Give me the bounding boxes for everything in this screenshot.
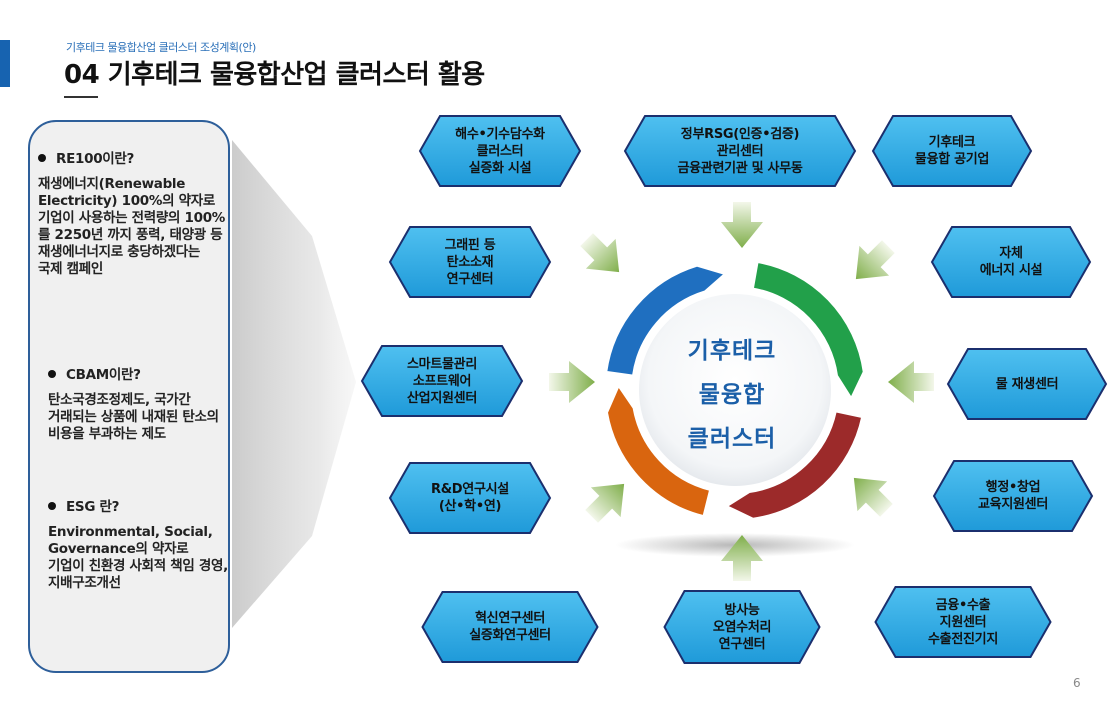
node-radioactive-line-1: 방사능 xyxy=(724,602,760,618)
node-rnd-hexagon xyxy=(388,462,552,534)
inward-arrows xyxy=(549,202,934,581)
definition-cbam: CBAM이란? 탄소국경조정제도, 국가간 거래되는 상품에 내재된 탄소의 비… xyxy=(48,367,226,443)
node-desalination-hexagon xyxy=(418,115,582,187)
arc-red xyxy=(724,410,864,520)
node-water-recycle: 물 재생센터 xyxy=(956,349,1098,419)
definition-heading: ESG 란? xyxy=(66,499,120,515)
node-radioactive-hexagon xyxy=(663,590,821,664)
arc-orange xyxy=(605,383,712,518)
facility-nodes xyxy=(360,115,1108,664)
arc-blue xyxy=(605,264,727,377)
node-public-corp-line-1: 기후테크 xyxy=(928,135,976,150)
node-graphene-line-2: 탄소소재 xyxy=(446,254,494,270)
node-smart-water-hexagon xyxy=(360,345,524,417)
node-rnd: R&D연구시설 (산•학•연) xyxy=(398,463,542,533)
node-rnd-line-2: (산•학•연) xyxy=(438,499,502,514)
page-title: 04 기후테크 물융합산업 클러스터 활용 xyxy=(64,60,485,90)
node-rsg-line-2: 관리센터 xyxy=(716,143,764,159)
node-public-corp-hexagon xyxy=(871,115,1033,187)
center-label-line-3: 클러스터 xyxy=(687,426,777,452)
definition-panel xyxy=(28,120,230,673)
node-water-recycle-line-1: 물 재생센터 xyxy=(995,376,1059,392)
accent-bar xyxy=(0,40,10,87)
definition-esg: ESG 란? Environmental, Social, Governance… xyxy=(48,499,228,592)
center-label-line-1: 기후테크 xyxy=(687,338,777,364)
node-innovation-line-2: 실증화연구센터 xyxy=(469,628,551,643)
node-admin-line-2: 교육지원센터 xyxy=(978,497,1048,512)
definition-heading: RE100이란? xyxy=(56,151,135,167)
node-finance-line-2: 지원센터 xyxy=(939,614,987,630)
definition-body: 재생에너지(Renewable Electricity) 100%의 약자로 기… xyxy=(38,176,226,277)
node-smart-water-line-3: 산업지원센터 xyxy=(407,390,477,406)
node-finance-hexagon xyxy=(874,586,1052,658)
node-public-corp-line-2: 물융합 공기업 xyxy=(914,152,990,167)
page-subtitle: 기후테크 물융합산업 클러스터 조성계획(안) xyxy=(66,41,256,54)
node-finance-line-1: 금융•수출 xyxy=(935,597,991,613)
node-self-energy-hexagon xyxy=(930,226,1092,298)
inward-arrow xyxy=(855,240,895,280)
node-admin-line-1: 행정•창업 xyxy=(985,480,1041,495)
page-number: 6 xyxy=(1073,676,1081,690)
node-radioactive-line-2: 오염수처리 xyxy=(712,619,772,635)
node-graphene-hexagon xyxy=(388,226,552,298)
inward-arrow xyxy=(549,361,595,403)
node-finance-line-3: 수출전진기지 xyxy=(928,631,998,647)
node-desalination-line-3: 실증화 시설 xyxy=(468,160,532,176)
node-rsg-line-1: 정부RSG(인증•검증) xyxy=(680,126,800,142)
definition-body: 탄소국경조정제도, 국가간 거래되는 상품에 내재된 탄소의 비용을 부과하는 … xyxy=(48,392,219,442)
node-self-energy-line-1: 자체 xyxy=(999,246,1023,261)
bullet-icon xyxy=(48,502,56,510)
inward-arrow xyxy=(580,233,620,273)
node-graphene-line-1: 그래핀 등 xyxy=(444,237,496,253)
title-underline xyxy=(64,96,98,98)
node-innovation-hexagon xyxy=(421,591,599,663)
bullet-icon xyxy=(48,370,56,378)
node-graphene-line-3: 연구센터 xyxy=(446,271,494,287)
node-desalination-line-1: 해수•기수담수화 xyxy=(455,126,545,142)
node-water-recycle-hexagon xyxy=(946,348,1108,420)
node-self-energy-line-2: 에너지 시설 xyxy=(979,263,1043,278)
definition-heading: CBAM이란? xyxy=(66,367,141,383)
arc-green xyxy=(751,260,865,401)
center-label-line-2: 물융합 xyxy=(698,382,766,408)
bullet-icon xyxy=(38,154,46,162)
center-disc xyxy=(639,294,831,486)
inward-arrow xyxy=(721,535,763,581)
node-smart-water-line-2: 소프트웨어 xyxy=(412,373,472,389)
definition-re100: RE100이란? 재생에너지(Renewable Electricity) 10… xyxy=(38,151,228,278)
node-innovation-line-1: 혁신연구센터 xyxy=(475,611,545,626)
node-radioactive-line-3: 연구센터 xyxy=(718,636,766,652)
cycle-ring xyxy=(605,260,865,520)
inward-arrow xyxy=(888,361,934,403)
inward-arrow xyxy=(853,477,893,517)
node-rsg-line-3: 금융관련기관 및 사무동 xyxy=(677,160,803,176)
inward-arrow xyxy=(585,483,625,523)
node-desalination-line-2: 클러스터 xyxy=(476,143,524,159)
node-rnd-line-1: R&D연구시설 xyxy=(431,482,509,497)
node-smart-water-line-1: 스마트물관리 xyxy=(407,356,477,372)
inward-arrow xyxy=(721,202,763,248)
node-admin-hexagon xyxy=(932,460,1094,532)
node-rsg-hexagon xyxy=(623,115,857,187)
definition-body: Environmental, Social, Governance의 약자로 기… xyxy=(48,524,228,591)
funnel-arrow xyxy=(232,140,356,628)
